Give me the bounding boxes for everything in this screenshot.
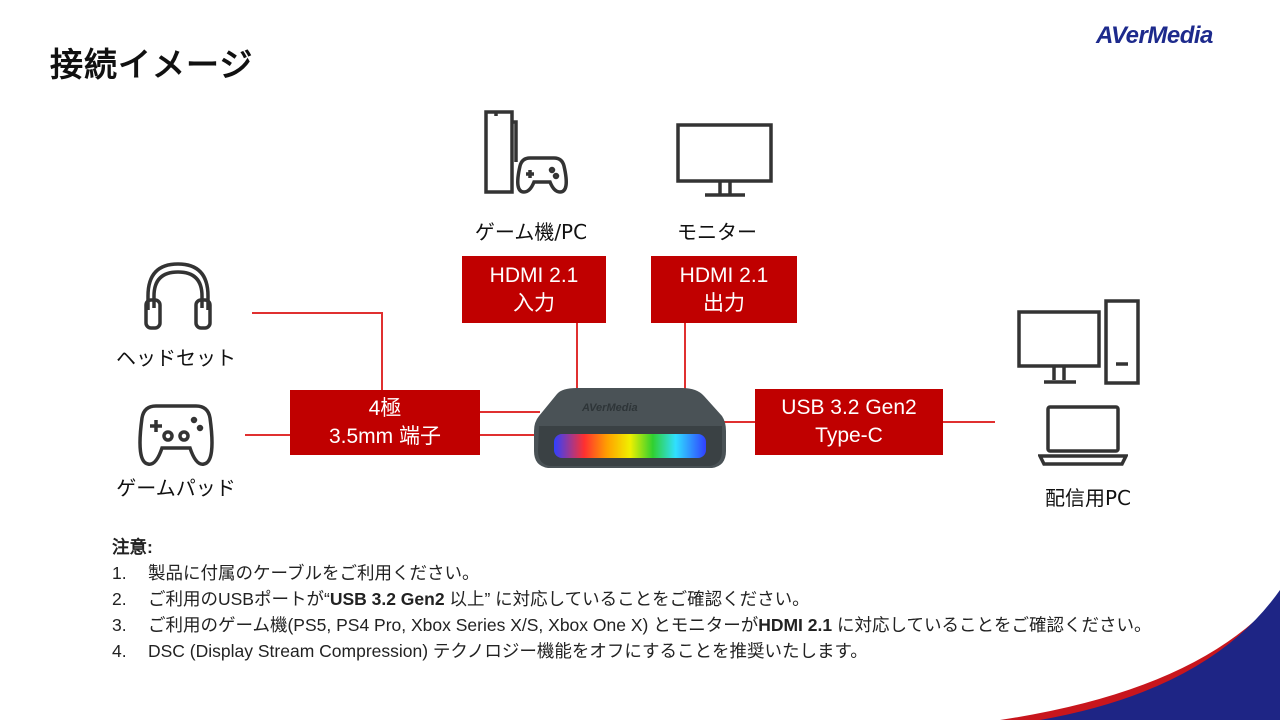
note-number: 2. — [112, 589, 127, 609]
desktop-pc-icon — [1017, 299, 1140, 385]
note-emphasis: HDMI 2.1 — [758, 615, 833, 635]
connector-line — [381, 312, 383, 390]
connector-line — [943, 421, 995, 423]
gamepad-label: ゲームパッド — [116, 476, 236, 500]
gamepad-icon — [138, 404, 214, 466]
note-text-part: ご利用のゲーム機(PS5, PS4 Pro, Xbox Series X/S, … — [148, 615, 759, 635]
port-type: Type-C — [815, 424, 883, 447]
note-text: ご利用のゲーム機(PS5, PS4 Pro, Xbox Series X/S, … — [148, 612, 1151, 638]
port-name: HDMI 2.1 — [489, 263, 579, 287]
hdmi-input-port-label: HDMI 2.1 入力 — [462, 256, 606, 323]
note-text: 製品に付属のケーブルをご利用ください。 — [148, 563, 480, 583]
connector-line — [252, 312, 383, 314]
note-text-part: に対応していることをご確認ください。 — [832, 615, 1152, 635]
connector-line — [245, 434, 290, 436]
note-item: 2. ご利用のUSBポートが“USB 3.2 Gen2 以上” に対応していること… — [112, 586, 1202, 612]
connector-line — [684, 323, 686, 393]
note-item: 1. 製品に付属のケーブルをご利用ください。 — [112, 560, 1202, 586]
note-item: 3. ご利用のゲーム機(PS5, PS4 Pro, Xbox Series X/S… — [112, 612, 1202, 638]
avermedia-logo: AVerMedia — [1096, 22, 1213, 49]
note-text: ご利用のUSBポートが“USB 3.2 Gen2 以上” に対応していることをご… — [148, 586, 810, 612]
notes-section: 注意: 1. 製品に付属のケーブルをご利用ください。 2. ご利用のUSBポートが“… — [112, 534, 1202, 664]
capture-device-image: AVerMedia — [534, 388, 726, 468]
monitor-label: モニター — [677, 220, 757, 244]
audio-port-label: 4極 3.5mm 端子 — [290, 390, 480, 455]
port-name: 4極 — [368, 396, 402, 420]
port-name: HDMI 2.1 — [679, 263, 769, 287]
port-direction: 入力 — [513, 291, 555, 315]
note-text-part: ご利用のUSBポートが“ — [148, 589, 330, 609]
monitor-icon — [676, 123, 773, 197]
page-title: 接続イメージ — [50, 45, 254, 84]
port-type: 3.5mm 端子 — [328, 424, 441, 448]
note-number: 3. — [112, 615, 127, 635]
note-number: 4. — [112, 641, 127, 661]
console-label: ゲーム機/PC — [474, 220, 588, 244]
note-text: DSC (Display Stream Compression) テクノロジー機… — [148, 641, 868, 661]
note-item: 4. DSC (Display Stream Compression) テクノロジ… — [112, 638, 1202, 664]
svg-text:AVerMedia: AVerMedia — [581, 402, 638, 414]
port-direction: 出力 — [703, 291, 745, 315]
laptop-icon — [1038, 405, 1128, 466]
streaming-pc-label: 配信用PC — [1044, 486, 1132, 510]
connector-line — [576, 323, 578, 393]
port-name: USB 3.2 Gen2 — [781, 396, 917, 419]
game-console-icon — [484, 110, 568, 194]
note-number: 1. — [112, 563, 127, 583]
connector-line — [720, 421, 756, 423]
connector-line — [480, 434, 538, 436]
headset-icon — [144, 262, 212, 330]
hdmi-output-port-label: HDMI 2.1 出力 — [651, 256, 797, 323]
headset-label: ヘッドセット — [116, 346, 236, 370]
notes-heading: 注意: — [112, 537, 153, 557]
note-text-part: 以上” に対応していることをご確認ください。 — [444, 589, 810, 609]
note-emphasis: USB 3.2 Gen2 — [329, 589, 445, 609]
connector-line — [480, 411, 540, 413]
